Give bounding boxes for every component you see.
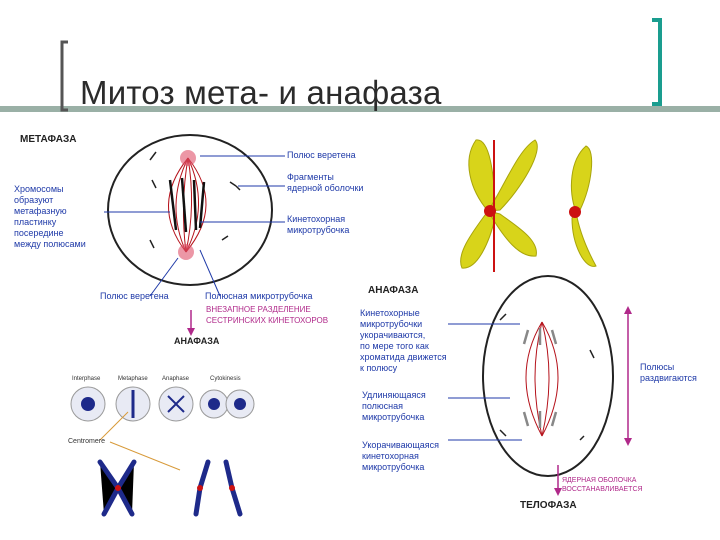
metaphase-next-phase-label: АНАФАЗА: [174, 336, 220, 346]
centromere-label: Centromere: [68, 438, 105, 445]
right-bracket: [652, 18, 662, 106]
spindle-pole-top-label: Полюс веретена: [287, 150, 356, 160]
stage-label-cytokinesis: Cytokinesis: [210, 376, 241, 382]
poles-arrow-bottom: [624, 438, 632, 446]
anaphase-cell-membrane: [482, 275, 614, 477]
stage-label-metaphase: Metaphase: [118, 376, 148, 382]
centromere-pointers: [99, 411, 181, 471]
chromosomes-label: Хромосомы образуют метафазную пластинку …: [14, 184, 86, 249]
spindle-pole-bottom-label: Полюс веретена: [100, 291, 169, 301]
header-divider: [0, 106, 720, 112]
telophase-arrow-head: [554, 488, 562, 496]
anaphase-chromatids: [522, 328, 558, 428]
stage-cytokinesis: [199, 389, 255, 419]
centromere-right: [569, 206, 581, 218]
metaphase-cell-membrane: [107, 134, 273, 286]
small-centromeres: [115, 485, 235, 491]
slide-title: Митоз мета- и анафаза: [80, 74, 442, 111]
stage-anaphase: [158, 386, 194, 422]
spindle-pole-bottom-marker: [178, 244, 194, 260]
stage-metaphase: [115, 386, 151, 422]
fragments-label: Фрагменты ядерной оболочки: [287, 172, 364, 193]
envelope-fragments: [149, 151, 241, 249]
kinetochore-mt-label: Кинетохорная микротрубочка: [287, 214, 350, 235]
spindle-pole-top-marker: [180, 150, 196, 166]
anaphase-heading: АНАФАЗА: [368, 285, 419, 296]
telophase-label: ТЕЛОФАЗА: [520, 500, 577, 511]
polar-mt-label: Полюсная микротрубочка: [205, 291, 313, 301]
sudden-separation-label: ВНЕЗАПНОЕ РАЗДЕЛЕНИЕ СЕСТРИНСКИХ КИНЕТОХ…: [206, 305, 329, 325]
metaphase-chromosomes: [168, 177, 206, 233]
shortening-kinetochore-label: Укорачивающаяся кинетохорная микротрубоч…: [362, 440, 439, 472]
poles-move-label: Полюсы раздвигаются: [640, 362, 697, 383]
elongating-polar-label: Удлиняющаяся полюсная микротрубочка: [362, 390, 426, 422]
kinetochore-shorten-label: Кинетохорные микротрубочки укорачиваются…: [360, 308, 447, 373]
stage-label-interphase: Interphase: [72, 376, 101, 382]
poles-arrow-top: [624, 306, 632, 314]
nuclear-envelope-label: ЯДЕРНАЯ ОБОЛОЧКА ВОССТАНАВЛИВАЕТСЯ: [562, 477, 643, 493]
chromosome-x-shape: [460, 139, 538, 269]
chromatid-single: [570, 145, 597, 267]
metaphase-pointer-lines: [104, 155, 285, 297]
next-phase-arrow-head: [187, 328, 195, 336]
metaphase-heading: МЕТАФАЗА: [20, 134, 77, 145]
stage-interphase: [70, 386, 106, 422]
anaphase-fragments: [499, 313, 595, 441]
left-bracket: [60, 40, 68, 112]
centromere-left: [484, 205, 496, 217]
stage-label-anaphase: Anaphase: [162, 376, 190, 382]
anaphase-pointer-lines: [448, 323, 522, 441]
